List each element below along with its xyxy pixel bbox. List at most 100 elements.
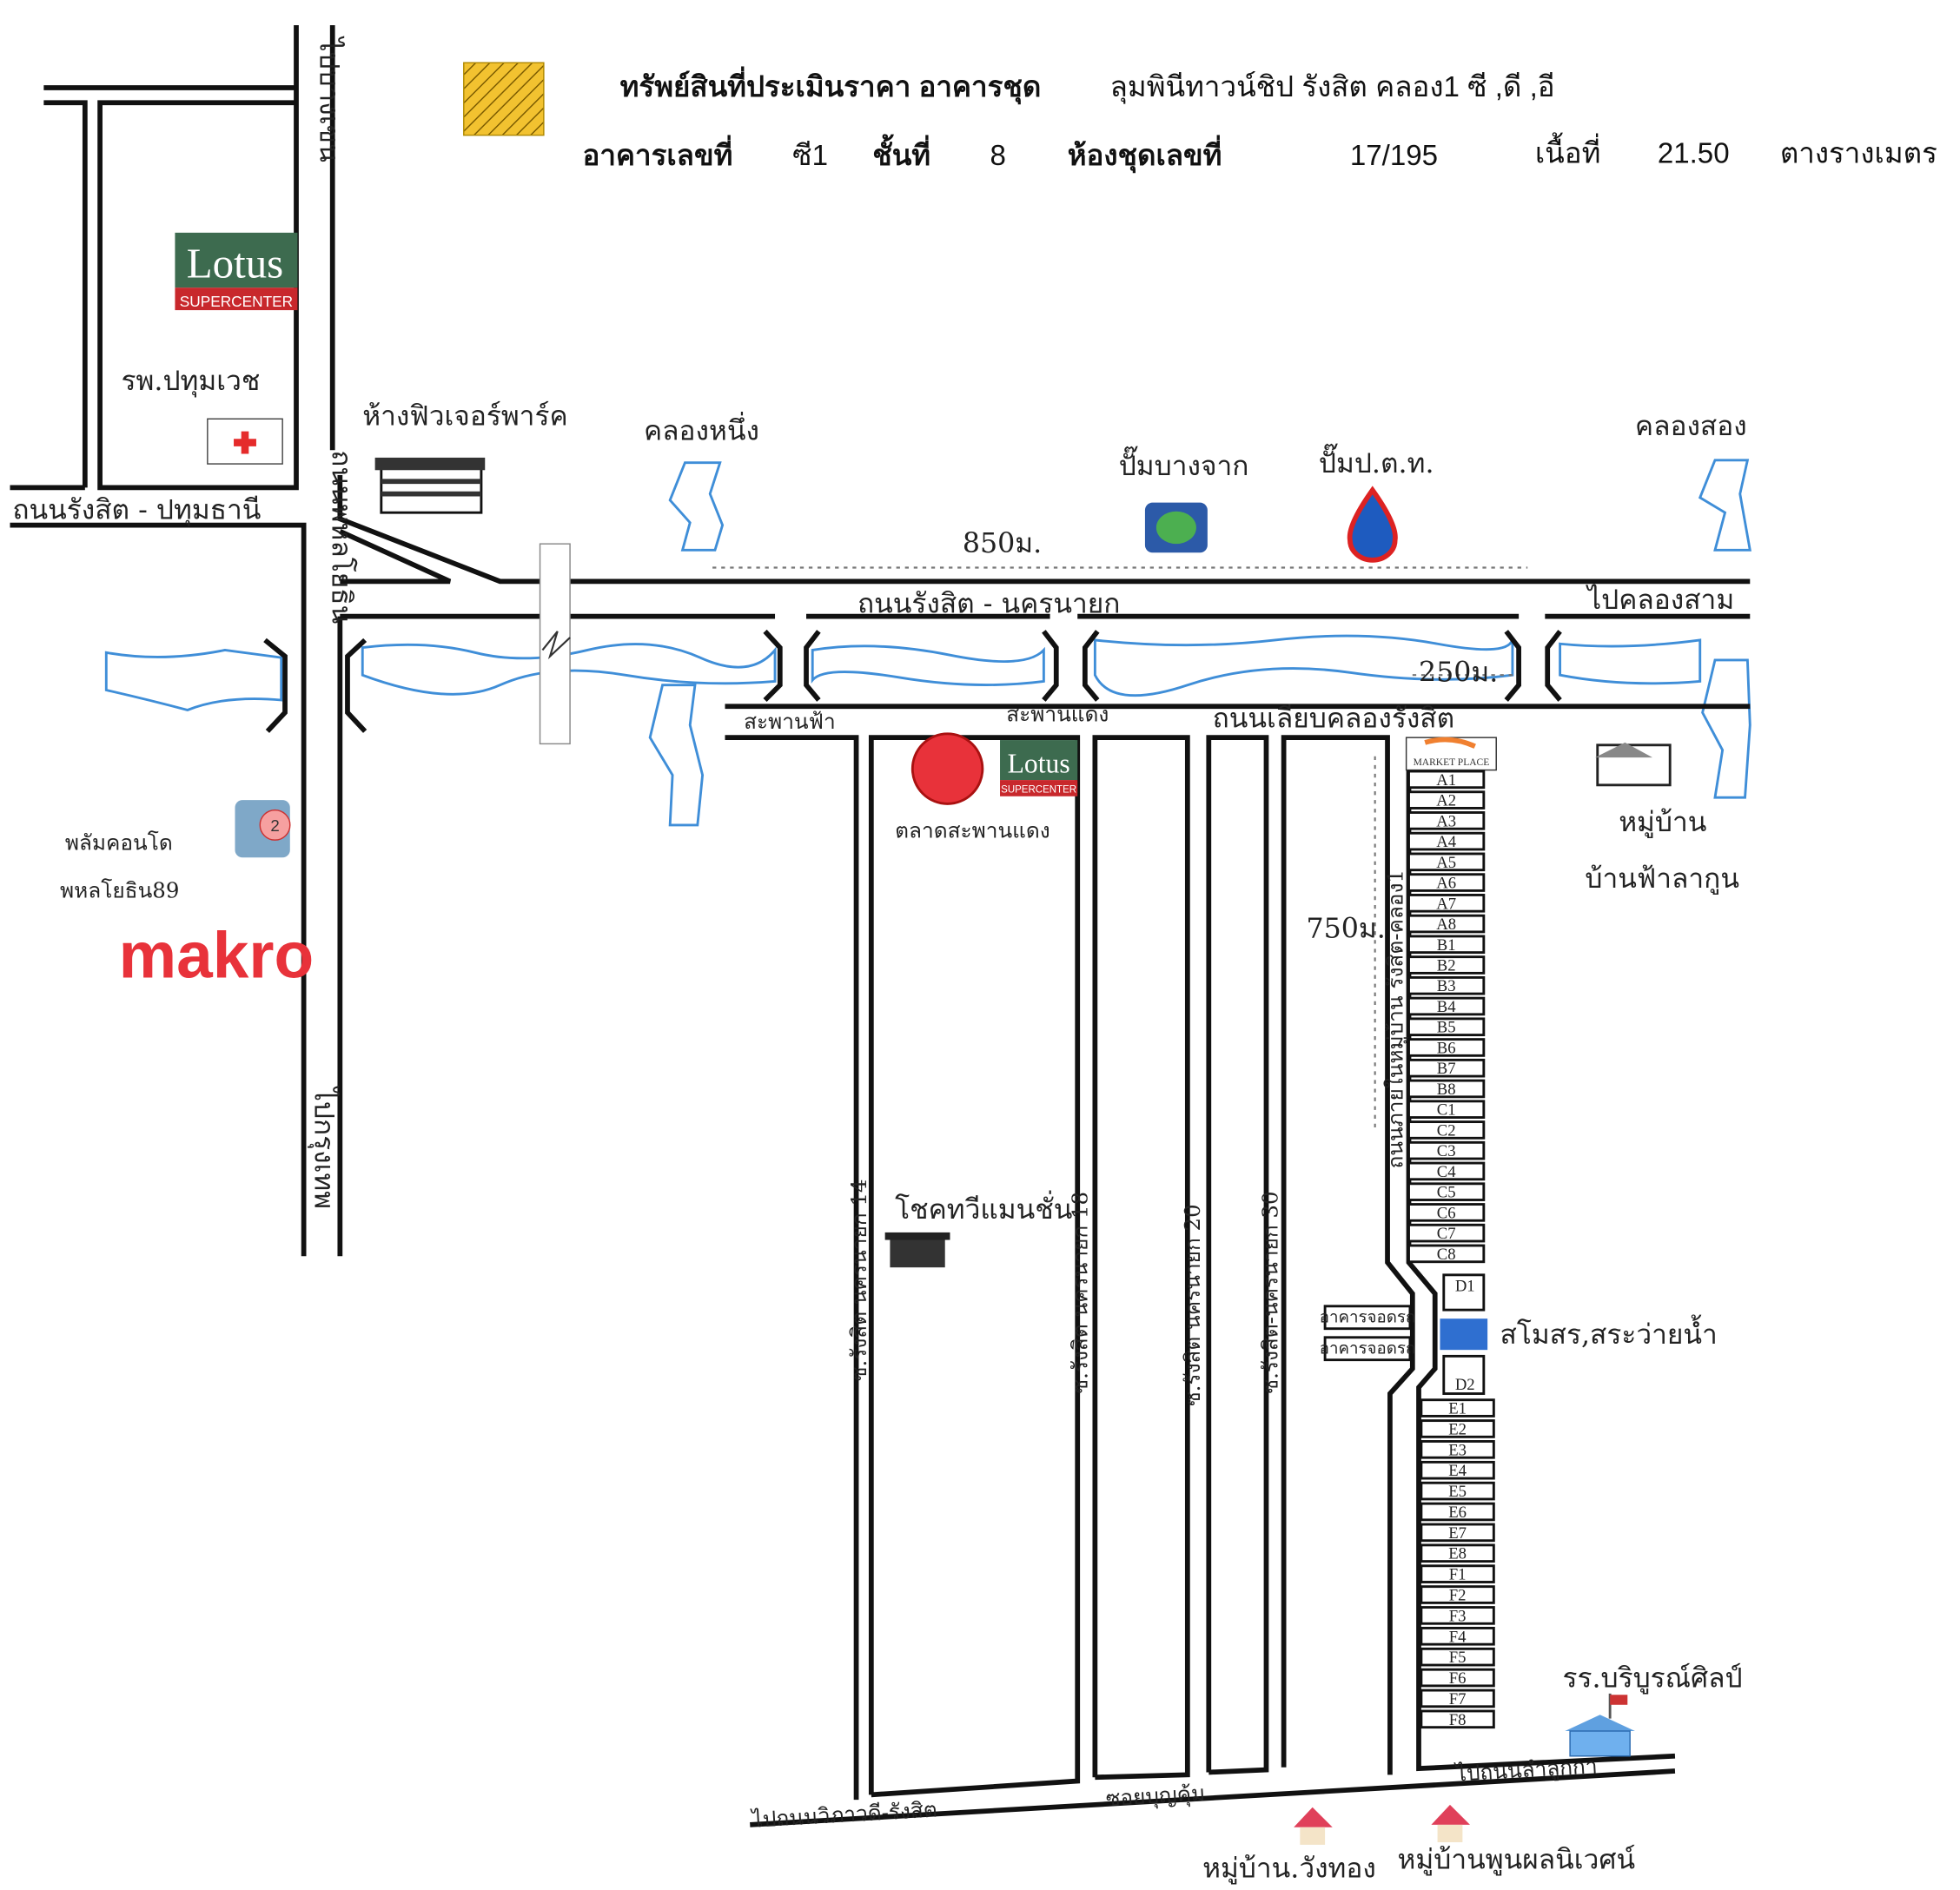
building-c6[interactable] [1407,1203,1486,1222]
building-label: E5 [1448,1483,1467,1501]
building-b7[interactable] [1407,1058,1486,1078]
canal-khlong-1-south [648,684,705,827]
area-unit: ตางรางเมตร [1780,137,1937,169]
building-a8[interactable] [1407,914,1486,934]
building-label: B2 [1437,956,1456,975]
building-c1-subject[interactable] [1407,1100,1486,1119]
label-soi-18: ซ.รังสิต นครนายก 18 [1068,1192,1093,1394]
svg-text:Lotus: Lotus [187,240,283,287]
building-label: E4 [1448,1462,1467,1480]
building-c8[interactable] [1407,1244,1486,1264]
building-b1[interactable] [1407,935,1486,955]
building-c5[interactable] [1407,1182,1486,1201]
canal-left [104,648,283,712]
building-a7[interactable] [1407,894,1486,913]
canal-rangsit-2 [811,644,1045,686]
village-house-icon [1594,742,1672,787]
building-label: F6 [1449,1669,1467,1688]
building-f2[interactable] [1420,1585,1495,1604]
club-pool[interactable] [1440,1318,1488,1351]
building-e6[interactable] [1420,1502,1495,1522]
building-e8[interactable] [1420,1543,1495,1563]
building-c4[interactable] [1407,1161,1486,1181]
canals [104,459,1752,827]
building-c3[interactable] [1407,1140,1486,1160]
area-value: 21.50 [1658,137,1730,169]
building-f3[interactable] [1420,1606,1495,1625]
road-labels: ไปบางเขน ไปกรุงเทพ ถนนพหลโยธิน ถนนรังสิต… [12,35,1734,1832]
label-to-wiphawadi: ไปถนนวิภาวดี-รังสิต [750,1797,938,1833]
building-label: A8 [1436,915,1456,934]
label-village-fa-2: บ้านฟ้าลากูน [1585,863,1739,895]
bangchak-icon [1144,502,1208,553]
building-f7[interactable] [1420,1688,1495,1708]
label-to-lam-luk-ka: ไปถนนลำลูกกา [1453,1753,1598,1787]
building-label: B7 [1437,1060,1456,1078]
building-label: B5 [1437,1019,1456,1037]
label-hospital: รพ.ปทุมเวช [122,366,261,398]
building-b3[interactable] [1407,975,1486,995]
building-label: F3 [1449,1607,1467,1625]
label-club: สโมสร,สระว่ายน้ำ [1500,1314,1718,1351]
village-phun-icon [1431,1804,1470,1843]
building-b2[interactable] [1407,955,1486,975]
building-b5[interactable] [1407,1017,1486,1037]
svg-text:SUPERCENTER: SUPERCENTER [180,293,293,310]
building-b4[interactable] [1407,996,1486,1016]
label-plum-condo-1: พลัมคอนโด [65,830,173,856]
building-label: B4 [1437,998,1456,1016]
building-label: F8 [1449,1711,1467,1729]
building-b8[interactable] [1407,1079,1486,1099]
label-village-fa: หมู่บ้าน [1619,807,1706,838]
distance-750: 750ม. [1307,913,1386,944]
building-c2[interactable] [1407,1120,1486,1140]
subject-legend-swatch [463,62,545,136]
label-soi-30: ซ.รังสิต-นครนายก 30 [1257,1191,1282,1393]
canal-khlong-1-north [668,461,725,552]
parking-building-2 [1323,1336,1412,1362]
building-a3[interactable] [1407,811,1486,830]
building-c7[interactable] [1407,1223,1486,1243]
building-b6[interactable] [1407,1038,1486,1057]
building-label: C3 [1437,1142,1456,1160]
label-market: ตลาดสะพานแดง [895,817,1050,843]
svg-text:D2: D2 [1455,1376,1475,1394]
canal-rangsit-4 [1559,638,1702,685]
building-f1[interactable] [1420,1564,1495,1583]
building-a4[interactable] [1407,831,1486,851]
building-f6[interactable] [1420,1668,1495,1688]
label-rangsit-pathum: ถนนรังสิต - ปทุมธานี [12,494,261,526]
lotus-logo-market: Lotus SUPERCENTER [1000,740,1078,796]
building-label: B3 [1437,977,1456,995]
building-label: F4 [1449,1628,1467,1646]
building-label: E6 [1448,1503,1467,1522]
building-d1[interactable] [1442,1273,1486,1312]
building-e5[interactable] [1420,1481,1495,1501]
roads [10,25,1751,1827]
building-e2[interactable] [1420,1419,1495,1438]
building-label: E1 [1448,1400,1467,1418]
label-soi-main: ถนนภายในหมู่บ้าน รังสิต-คลอง1 [1382,869,1408,1168]
building-d2[interactable] [1442,1354,1486,1395]
building-label: E7 [1448,1524,1467,1543]
building-e7[interactable] [1420,1523,1495,1543]
building-label: E2 [1448,1420,1467,1438]
building-e3[interactable] [1420,1440,1495,1459]
building-label: A7 [1436,895,1456,913]
building-label: A2 [1436,792,1456,810]
building-f8[interactable] [1420,1709,1495,1729]
building-a5[interactable] [1407,852,1486,872]
building-a1[interactable] [1407,770,1486,790]
building-f4[interactable] [1420,1626,1495,1646]
svg-text:SUPERCENTER: SUPERCENTER [1001,784,1076,795]
building-a2[interactable] [1407,790,1486,810]
building-e4[interactable] [1420,1460,1495,1480]
building-f5[interactable] [1420,1647,1495,1667]
building-label: C6 [1437,1204,1456,1222]
building-label: A1 [1436,771,1456,790]
parking-building-1 [1323,1305,1412,1331]
area-label: เนื้อที่ [1535,131,1601,169]
building-a6[interactable] [1407,873,1486,892]
building-e1[interactable] [1420,1398,1495,1418]
